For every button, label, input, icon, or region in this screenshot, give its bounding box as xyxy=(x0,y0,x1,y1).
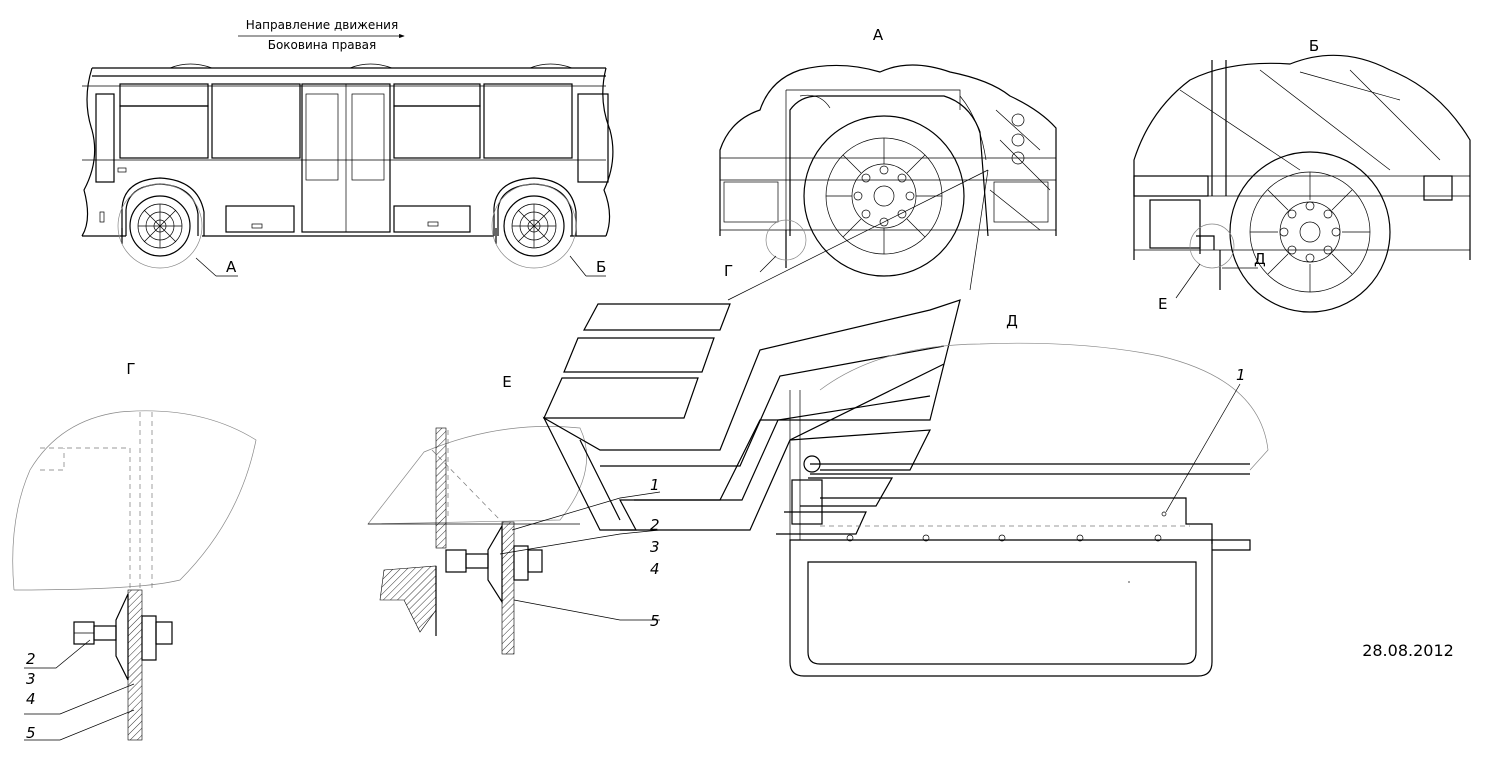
direction-label: Направление движения xyxy=(246,18,398,32)
side-label: Боковина правая xyxy=(268,38,377,52)
g-part-2: 2 xyxy=(26,650,36,668)
break-lines xyxy=(542,299,961,535)
callout-b: Б xyxy=(596,258,606,276)
rear-wheel xyxy=(503,195,565,257)
g-panel xyxy=(127,589,143,741)
e-structure xyxy=(435,427,447,549)
view-e: Е 1 2 3 4 5 xyxy=(367,373,661,655)
view-b-title: Б xyxy=(1309,37,1319,55)
callout-e: Е xyxy=(1158,295,1167,313)
e-part-2: 2 xyxy=(650,516,660,534)
front-wheel xyxy=(129,195,191,257)
d-part-1: 1 xyxy=(1236,366,1246,384)
view-b-wheel xyxy=(1229,151,1391,313)
callout-g: Г xyxy=(724,262,733,280)
view-b: Б Е Д xyxy=(1133,37,1471,313)
view-g: Г 2 3 4 5 xyxy=(12,360,257,742)
drawing-date: 28.08.2012 xyxy=(1362,641,1454,660)
e-part-3: 3 xyxy=(650,538,660,556)
e-panel xyxy=(501,521,515,655)
e-part-1: 1 xyxy=(650,476,660,494)
bus-side-view: Направление движения Боковина правая xyxy=(81,18,614,277)
view-d: Д 1 xyxy=(789,312,1269,677)
e-part-4: 4 xyxy=(650,560,660,578)
view-a-wheel xyxy=(803,115,965,277)
mudflap xyxy=(789,539,1213,677)
d-bracket xyxy=(791,479,823,525)
view-e-title: Е xyxy=(502,373,511,391)
view-d-title: Д xyxy=(1006,312,1018,330)
g-part-5: 5 xyxy=(26,724,36,742)
view-a: А Г xyxy=(719,26,1057,301)
g-part-4: 4 xyxy=(26,690,36,708)
view-a-title: А xyxy=(873,26,884,44)
e-part-5: 5 xyxy=(650,612,660,630)
callout-d: Д xyxy=(1254,250,1266,268)
callout-a: А xyxy=(226,258,237,276)
g-part-3: 3 xyxy=(26,670,36,688)
view-g-title: Г xyxy=(126,360,135,378)
